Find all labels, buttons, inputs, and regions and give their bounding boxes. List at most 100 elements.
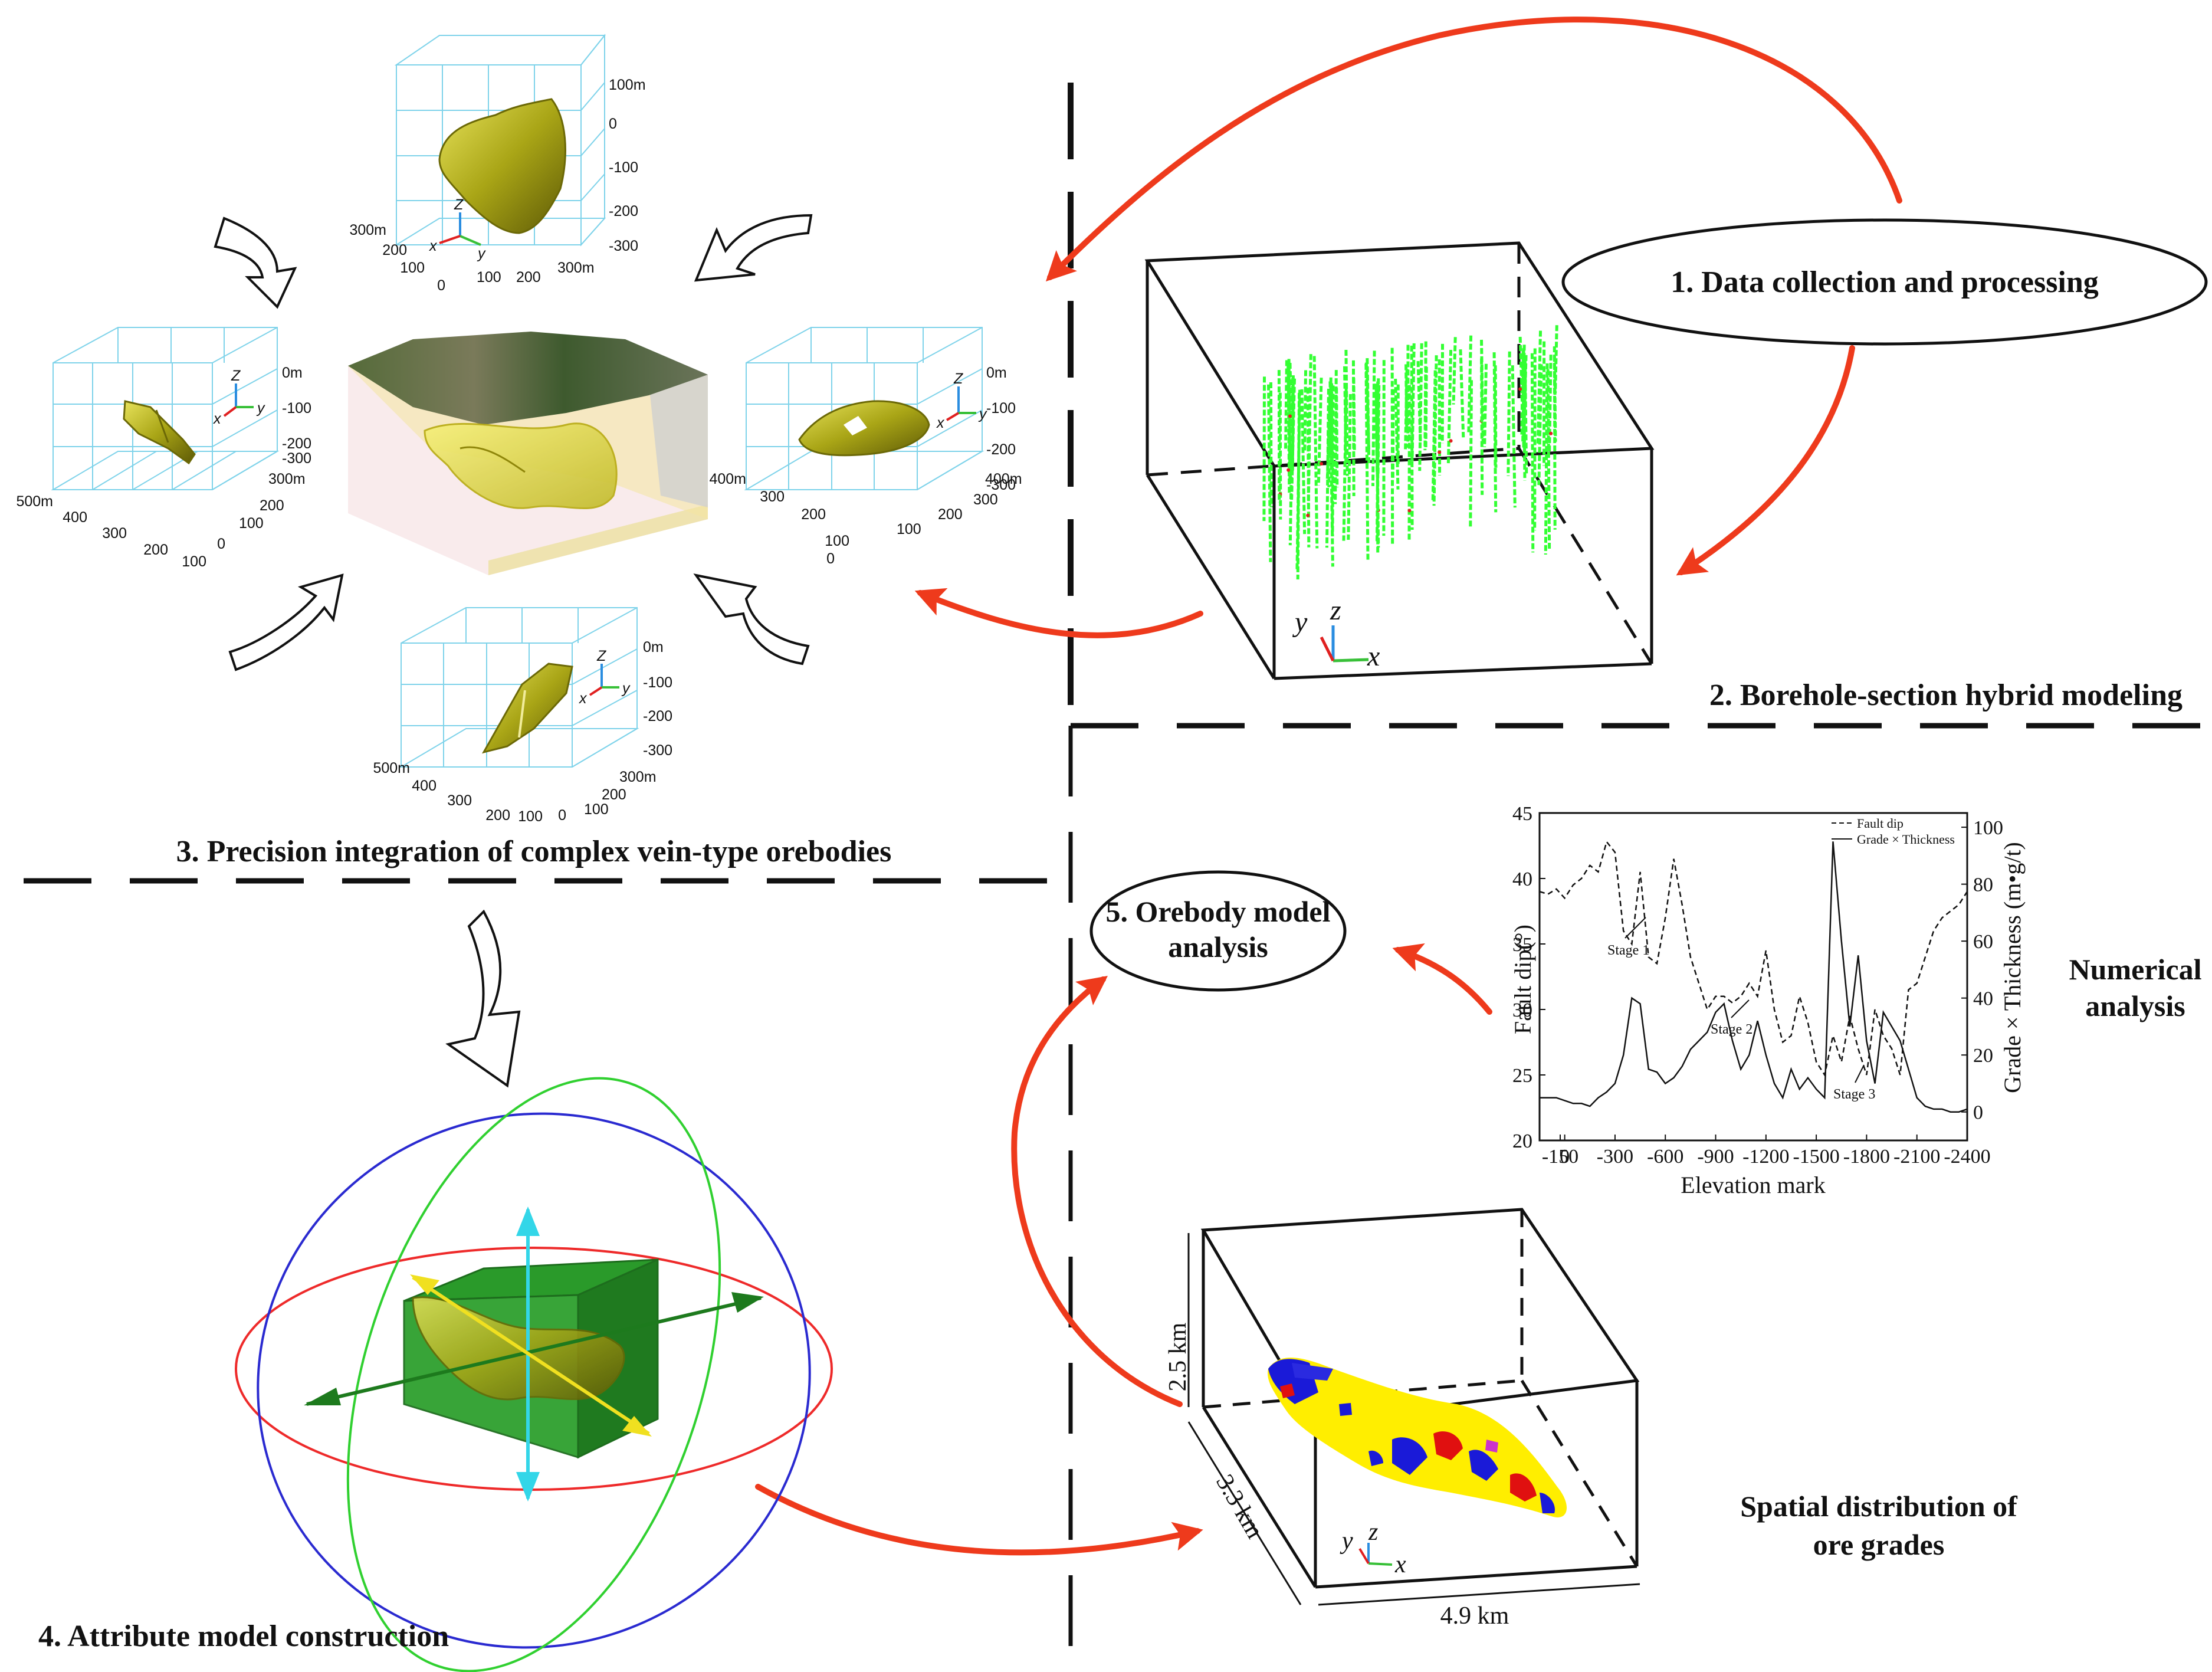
numerical-analysis-line2: analysis bbox=[2085, 989, 2185, 1022]
z-tick-label: -300 bbox=[643, 742, 672, 759]
y-right-tick-label: 20 bbox=[1973, 1045, 1993, 1067]
borehole-sample bbox=[1407, 509, 1412, 513]
borehole-sample bbox=[1549, 431, 1553, 435]
y-left-tick-label: 40 bbox=[1512, 868, 1532, 890]
axis-letter-Z: Z bbox=[454, 196, 464, 213]
x-tick-label: -150 bbox=[1542, 1146, 1578, 1168]
borehole-sample bbox=[1449, 439, 1453, 443]
borehole bbox=[1537, 364, 1543, 486]
x-tick-label: 200 bbox=[143, 542, 168, 558]
step5-label-line1: 5. Orebody model bbox=[1105, 895, 1330, 928]
y-tick-label: 200 bbox=[938, 506, 963, 523]
y-left-tick-label: 30 bbox=[1512, 999, 1532, 1021]
borehole-axis-triad: y z x bbox=[1292, 595, 1380, 672]
borehole bbox=[1410, 343, 1416, 461]
grade-box-width-label: 4.9 km bbox=[1440, 1602, 1509, 1630]
numerical-analysis-line1: Numerical bbox=[2069, 953, 2202, 986]
z-tick-label: 0m bbox=[643, 639, 664, 655]
x-tick-label: 400 bbox=[412, 778, 437, 794]
x-tick-label: -300 bbox=[1597, 1146, 1633, 1168]
grade-box-depth-label: 3.3 km bbox=[1210, 1470, 1268, 1543]
y-right-tick-label: 60 bbox=[1973, 931, 1993, 953]
borehole bbox=[1312, 356, 1319, 549]
curved-arrow-se bbox=[693, 573, 810, 665]
legend-grade-thickness: Grade × Thickness bbox=[1857, 832, 1955, 847]
x-tick-label: -2400 bbox=[1944, 1146, 1990, 1168]
borehole-sample bbox=[1438, 450, 1442, 454]
spatial-distribution-line2: ore grades bbox=[1813, 1528, 1945, 1561]
x-tick-label: 200 bbox=[485, 807, 510, 824]
x-tick-label: 300 bbox=[760, 489, 785, 505]
borehole bbox=[1390, 347, 1394, 545]
y-tick-label: 200 bbox=[260, 497, 284, 514]
axis-letter-x: x bbox=[936, 415, 945, 431]
orebody-view-right: Z y x 0m-100-200-300400m3002001000100200… bbox=[709, 327, 1022, 567]
borehole-sample bbox=[1288, 414, 1292, 418]
x-tick-label: 500m bbox=[373, 760, 410, 776]
annotation-stage3: Stage 3 bbox=[1833, 1087, 1875, 1102]
step5-node: 5. Orebody model analysis bbox=[1089, 870, 1347, 992]
terrain-block-model bbox=[348, 332, 708, 575]
x-tick-label: 200 bbox=[382, 242, 407, 258]
arrow-step2-to-step3 bbox=[914, 588, 1203, 638]
borehole bbox=[1347, 394, 1352, 540]
axis-letter-y: y bbox=[978, 406, 987, 422]
y-tick-label: 200 bbox=[602, 786, 626, 803]
axis-letter-Z: Z bbox=[596, 648, 606, 664]
borehole bbox=[1507, 351, 1511, 476]
y-tick-label: 300m bbox=[557, 260, 595, 276]
y-tick-label: 400m bbox=[985, 471, 1022, 487]
x-tick-label: 300 bbox=[102, 525, 127, 542]
arrow-numerical-to-step5 bbox=[1392, 943, 1492, 1015]
y-left-tick-label: 20 bbox=[1512, 1130, 1532, 1152]
axis-letter-y: y bbox=[477, 245, 486, 262]
borehole bbox=[1262, 376, 1266, 522]
x-tick-label: -1500 bbox=[1793, 1146, 1839, 1168]
legend-fault-dip: Fault dip bbox=[1857, 816, 1903, 831]
x-tick-label: -1800 bbox=[1843, 1146, 1890, 1168]
chart-annotations: Stage 1 Stage 2 Stage 3 bbox=[1607, 917, 1875, 1102]
borehole bbox=[1544, 363, 1549, 555]
y-right-tick-label: 40 bbox=[1973, 988, 1993, 1010]
y-tick-label: 100 bbox=[477, 269, 501, 286]
x-tick-label: 0 bbox=[826, 550, 835, 567]
annotation-stage1: Stage 1 bbox=[1607, 943, 1649, 958]
top-view-axis-triad: Z y x bbox=[429, 196, 486, 262]
axis-letter-x: x bbox=[429, 238, 438, 254]
x-tick-label: 0 bbox=[437, 277, 445, 294]
curved-arrow-nw bbox=[214, 217, 297, 309]
x-tick-label: -2100 bbox=[1893, 1146, 1940, 1168]
borehole-model-box: y z x bbox=[1144, 241, 1655, 680]
series-grade-thickness bbox=[1540, 841, 1968, 1113]
x-tick-label: -1200 bbox=[1742, 1146, 1789, 1168]
borehole bbox=[1288, 363, 1293, 430]
y-tick-label: 200 bbox=[516, 269, 541, 286]
numerical-chart: -1500-300-600-900-1200-1500-1800-2100-24… bbox=[1509, 803, 2026, 1198]
z-tick-label: -100 bbox=[986, 400, 1016, 417]
axis-letter-Z: Z bbox=[231, 368, 241, 384]
axis-letter-x: x bbox=[1394, 1551, 1406, 1578]
borehole-sample bbox=[1518, 387, 1522, 391]
borehole bbox=[1344, 349, 1349, 476]
annotation-stage2: Stage 2 bbox=[1711, 1022, 1752, 1037]
y-right-tick-label: 100 bbox=[1973, 817, 2003, 839]
y-tick-label: 100 bbox=[584, 801, 609, 818]
borehole bbox=[1518, 336, 1524, 402]
chart-xlabel: Elevation mark bbox=[1681, 1172, 1825, 1198]
borehole bbox=[1286, 371, 1291, 495]
x-tick-label: 400 bbox=[63, 509, 87, 526]
step5-label-line2: analysis bbox=[1168, 930, 1268, 963]
y-left-tick-label: 25 bbox=[1512, 1065, 1532, 1087]
x-tick-label: 100 bbox=[182, 553, 206, 570]
borehole bbox=[1446, 350, 1453, 464]
x-tick-label: 100 bbox=[518, 808, 543, 825]
z-tick-label: 0m bbox=[986, 365, 1007, 381]
borehole bbox=[1459, 349, 1465, 438]
borehole-sample bbox=[1320, 462, 1324, 466]
chart-ylabel-right: Grade × Thickness (m•g/t) bbox=[1999, 842, 2026, 1093]
borehole bbox=[1553, 356, 1557, 442]
z-tick-label: -100 bbox=[643, 674, 672, 691]
step1-node: 1. Data collection and processing bbox=[1561, 218, 2208, 346]
ore-grade-box: y z x 2.5 km 3.3 km 4.9 km bbox=[1164, 1208, 1640, 1630]
x-tick-label: 0 bbox=[558, 807, 566, 824]
